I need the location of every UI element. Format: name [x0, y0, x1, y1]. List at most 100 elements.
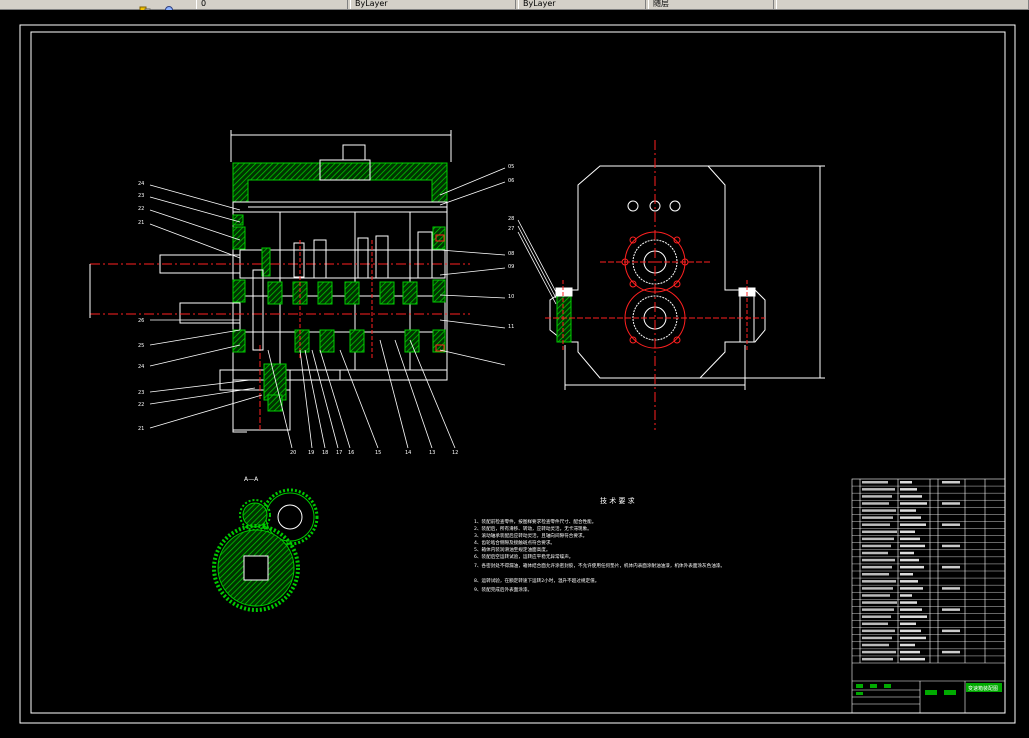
- svg-text:1、装配前检查零件，按图样要求检查零件尺寸、配合性能。: 1、装配前检查零件，按图样要求检查零件尺寸、配合性能。: [474, 518, 596, 525]
- parts-list-cell-mark: [900, 558, 919, 562]
- left-leaders: [149, 184, 263, 429]
- title-block-name: 变速箱装配图: [968, 685, 998, 692]
- svg-text:技 术 要 求: 技 术 要 求: [600, 496, 635, 505]
- svg-text:26: 26: [138, 318, 144, 324]
- parts-list-cell-mark: [942, 502, 960, 505]
- side-leaders: [517, 219, 557, 305]
- main-view-gear-outlines: [252, 231, 433, 351]
- parts-list-cell-mark: [862, 587, 893, 590]
- parts-list-cell-mark: [900, 544, 925, 548]
- parts-list-cell-mark: [900, 636, 926, 640]
- section-aa-gears: [212, 488, 319, 612]
- bottom-leaders: [267, 339, 456, 449]
- parts-list-cell-mark: [942, 565, 960, 569]
- svg-text:2、装配后，所有滑移、转动，应转动灵活，无卡滞现象。: 2、装配后，所有滑移、转动，应转动灵活，无卡滞现象。: [474, 525, 592, 532]
- toolbar-field-color[interactable]: ByLayer: [350, 0, 516, 9]
- parts-list-cell-mark: [942, 629, 960, 633]
- svg-text:24: 24: [138, 364, 144, 370]
- toolbar-field-lineweight[interactable]: 随层: [648, 0, 774, 9]
- main-view-red-marks: [299, 234, 445, 360]
- parts-list-cell-mark: [862, 643, 889, 647]
- svg-text:18: 18: [322, 450, 328, 456]
- right-callouts: 05 06 08 09 10 11: [508, 164, 514, 330]
- parts-list-cell-mark: [862, 523, 890, 526]
- technical-notes: 技 术 要 求 1、装配前检查零件，按图样要求检查零件尺寸、配合性能。 2、装配…: [474, 496, 725, 593]
- parts-list-cell-mark: [862, 601, 897, 604]
- svg-text:3、滚动轴承装配后应转动灵活，且轴向间隙符合要求。: 3、滚动轴承装配后应转动灵活，且轴向间隙符合要求。: [474, 532, 587, 539]
- parts-list-cell-mark: [900, 601, 917, 604]
- title-block-name-bg: [966, 683, 1002, 692]
- inner-frame: [30, 31, 1006, 714]
- parts-list-cell-mark: [900, 629, 921, 633]
- parts-list-cell-mark: [942, 608, 960, 611]
- parts-list-cell-mark: [900, 537, 920, 541]
- parts-list-cell-mark: [900, 530, 915, 534]
- toolbar-field-linetype[interactable]: ByLayer: [518, 0, 646, 9]
- bottom-callouts: 20 19 18 17 16 15 14 13 12: [290, 450, 458, 456]
- svg-text:19: 19: [308, 450, 314, 456]
- parts-list-cell-mark: [900, 587, 923, 590]
- section-label: A—A: [244, 476, 259, 483]
- parts-list-cell-mark: [862, 573, 889, 576]
- parts-list-cell-mark: [942, 481, 960, 484]
- parts-list-cell-mark: [942, 523, 960, 526]
- side-view: [549, 165, 825, 390]
- parts-list-cell-mark: [862, 657, 893, 661]
- parts-list-cell-mark: [862, 580, 896, 583]
- parts-list-cell-mark: [862, 509, 896, 512]
- parts-list-cell-mark: [862, 629, 895, 633]
- parts-list-cell-mark: [942, 544, 960, 548]
- parts-list-cell-mark: [862, 615, 891, 618]
- parts-list-cell-mark: [900, 573, 913, 576]
- svg-text:11: 11: [508, 324, 514, 330]
- parts-list-cell-mark: [900, 657, 925, 661]
- parts-list-cell-mark: [862, 551, 888, 555]
- cad-drawing: 24 23 22 21 26 25 24 23 22 21 05 06 08 0…: [19, 24, 1016, 724]
- svg-text:10: 10: [508, 294, 514, 300]
- svg-text:09: 09: [508, 264, 514, 270]
- svg-text:06: 06: [508, 178, 514, 184]
- parts-list-cell-mark: [862, 608, 894, 611]
- title-block-green-marks: [856, 684, 956, 695]
- svg-text:20: 20: [290, 450, 296, 456]
- toolbar-field-plotstyle[interactable]: [776, 0, 1029, 9]
- svg-text:16: 16: [348, 450, 354, 456]
- parts-list-cell-mark: [900, 523, 926, 526]
- svg-text:5、箱体内装润滑油至规定油面高度。: 5、箱体内装润滑油至规定油面高度。: [474, 546, 550, 553]
- parts-list-cell-mark: [900, 650, 920, 654]
- svg-text:23: 23: [138, 390, 144, 396]
- parts-list-cell-mark: [862, 636, 892, 640]
- parts-list-cell-mark: [862, 502, 889, 505]
- layer-state-icon[interactable]: [162, 0, 176, 14]
- parts-list-cell-mark: [900, 608, 922, 611]
- svg-text:21: 21: [138, 220, 144, 226]
- parts-list-cell-mark: [862, 558, 895, 562]
- toolbar-field-layer[interactable]: 0: [196, 0, 348, 9]
- side-view-gears: [545, 140, 765, 430]
- svg-text:15: 15: [375, 450, 381, 456]
- parts-list-cell-mark: [862, 488, 895, 491]
- svg-text:22: 22: [138, 402, 144, 408]
- parts-list-cell-mark: [862, 516, 893, 519]
- parts-list-cell-mark: [862, 530, 897, 534]
- svg-text:7、各密封处不得漏油，箱体结合面允许涂密封胶，不允许使用任何: 7、各密封处不得漏油，箱体结合面允许涂密封胶，不允许使用任何垫片，机体内表面涂耐…: [474, 562, 725, 569]
- parts-list-cell-mark: [900, 488, 917, 491]
- svg-text:6、装配后空运转试验，运转应平稳无异常噪声。: 6、装配后空运转试验，运转应平稳无异常噪声。: [474, 553, 573, 560]
- right-leaders: [439, 167, 506, 366]
- parts-list-cell-mark: [862, 495, 892, 498]
- parts-list-cell-mark: [862, 622, 888, 626]
- drawing-canvas[interactable]: 24 23 22 21 26 25 24 23 22 21 05 06 08 0…: [0, 10, 1029, 734]
- title-block: [852, 662, 1005, 713]
- svg-text:25: 25: [138, 343, 144, 349]
- parts-list-cell-mark: [862, 565, 892, 569]
- properties-toolbar: 0 ByLayer ByLayer 随层: [0, 0, 1029, 15]
- parts-list-cell-mark: [862, 537, 894, 541]
- layer-tool-icon[interactable]: [138, 0, 152, 15]
- parts-list-cell-mark: [942, 587, 960, 590]
- parts-list-cell-mark: [900, 622, 916, 626]
- parts-list-cell-mark: [942, 650, 960, 654]
- svg-text:24: 24: [138, 181, 144, 187]
- svg-text:9、装配完成后外表面涂漆。: 9、装配完成后外表面涂漆。: [474, 586, 532, 593]
- svg-text:28: 28: [508, 216, 514, 222]
- parts-list-cell-mark: [862, 544, 891, 548]
